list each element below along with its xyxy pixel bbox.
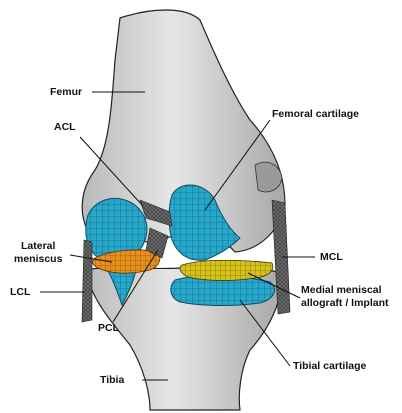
label-acl: ACL <box>54 121 76 134</box>
label-lcl: LCL <box>10 286 30 299</box>
label-lateral-meniscus: Lateral meniscus <box>14 240 62 266</box>
lcl-ligament <box>82 240 92 322</box>
label-tibial-cartilage: Tibial cartilage <box>293 360 366 373</box>
label-tibia: Tibia <box>100 374 124 387</box>
label-medial-meniscus-line2: allograft / Implant <box>301 297 389 310</box>
label-medial-meniscus: Medial meniscal allograft / Implant <box>301 284 389 310</box>
label-lateral-meniscus-line1: Lateral <box>14 240 62 253</box>
label-femur: Femur <box>50 86 82 99</box>
label-femoral-cartilage: Femoral cartilage <box>272 108 359 121</box>
medial-meniscus-allograft <box>180 260 273 280</box>
label-pcl: PCL <box>98 322 119 335</box>
label-medial-meniscus-line1: Medial meniscal <box>301 284 389 297</box>
label-lateral-meniscus-line2: meniscus <box>14 253 62 266</box>
label-mcl: MCL <box>320 251 343 264</box>
